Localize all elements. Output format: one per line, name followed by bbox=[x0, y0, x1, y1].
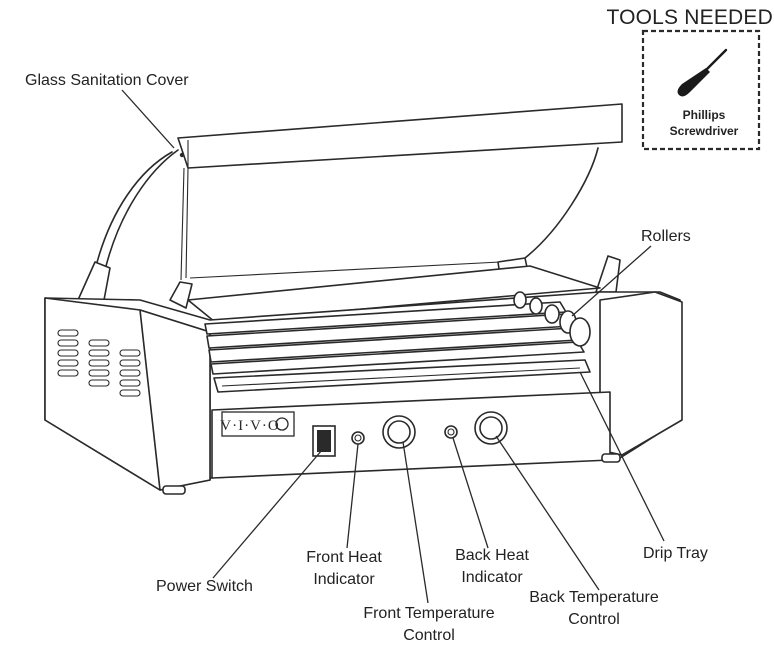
leader-front-heat bbox=[346, 443, 359, 549]
tool-name-line1: Phillips bbox=[683, 108, 726, 122]
hinge-post-left bbox=[77, 261, 111, 301]
leader-drip-tray bbox=[579, 371, 665, 542]
foot-front-left bbox=[162, 485, 186, 495]
hinge-bracket-left bbox=[169, 281, 193, 309]
power-switch[interactable] bbox=[312, 425, 336, 457]
rollers bbox=[204, 291, 591, 375]
cover-arm-left bbox=[94, 151, 173, 271]
glass-sanitation-cover bbox=[177, 103, 623, 281]
label-power-switch: Power Switch bbox=[156, 578, 253, 595]
label-front-temp-line2: Control bbox=[403, 627, 455, 644]
label-rollers: Rollers bbox=[641, 228, 691, 245]
hinge-post-right bbox=[595, 255, 621, 293]
tool-name-line2: Screwdriver bbox=[670, 124, 739, 138]
leader-front-temp bbox=[402, 441, 429, 604]
cover-arm-left-inner bbox=[104, 149, 179, 271]
label-back-temp-line2: Control bbox=[568, 611, 620, 628]
leader-glass-cover bbox=[121, 89, 175, 149]
label-front-temp-line1: Front Temperature bbox=[363, 605, 494, 622]
label-back-heat-line1: Back Heat bbox=[455, 547, 529, 564]
label-front-heat-line2: Indicator bbox=[313, 571, 375, 588]
leader-rollers bbox=[571, 245, 652, 317]
leader-power-switch bbox=[212, 449, 323, 579]
back-temperature-knob[interactable] bbox=[474, 411, 508, 445]
right-side-panel bbox=[599, 291, 683, 456]
leader-back-heat bbox=[452, 437, 489, 549]
vent-slots bbox=[57, 329, 141, 397]
callout-labels: Glass Sanitation Cover Rollers Drip Tray… bbox=[25, 72, 708, 644]
hot-dog-roller-illustration: V·I·V·O bbox=[44, 103, 683, 495]
foot-front-right bbox=[601, 453, 621, 463]
drip-tray bbox=[213, 359, 591, 393]
tools-needed-box bbox=[641, 29, 761, 151]
front-temperature-knob[interactable] bbox=[382, 415, 416, 449]
label-drip-tray: Drip Tray bbox=[643, 545, 708, 562]
back-wall bbox=[187, 265, 601, 323]
label-glass-cover: Glass Sanitation Cover bbox=[25, 72, 189, 89]
screwdriver-icon bbox=[677, 48, 728, 97]
label-front-heat-line1: Front Heat bbox=[306, 549, 382, 566]
back-heat-indicator bbox=[444, 425, 458, 439]
tools-needed-title: TOOLS NEEDED bbox=[606, 6, 773, 29]
leader-lines bbox=[121, 89, 665, 604]
cover-arm-right bbox=[524, 147, 599, 259]
label-back-temp-line1: Back Temperature bbox=[529, 589, 659, 606]
label-back-heat-line2: Indicator bbox=[461, 569, 523, 586]
front-heat-indicator bbox=[351, 431, 365, 445]
leader-back-temp bbox=[495, 435, 600, 591]
tools-needed-panel: TOOLS NEEDED Phillips Screwdriver bbox=[606, 6, 773, 151]
brand-text: V·I·V·O bbox=[220, 418, 279, 434]
brand-badge: V·I·V·O bbox=[220, 411, 295, 437]
